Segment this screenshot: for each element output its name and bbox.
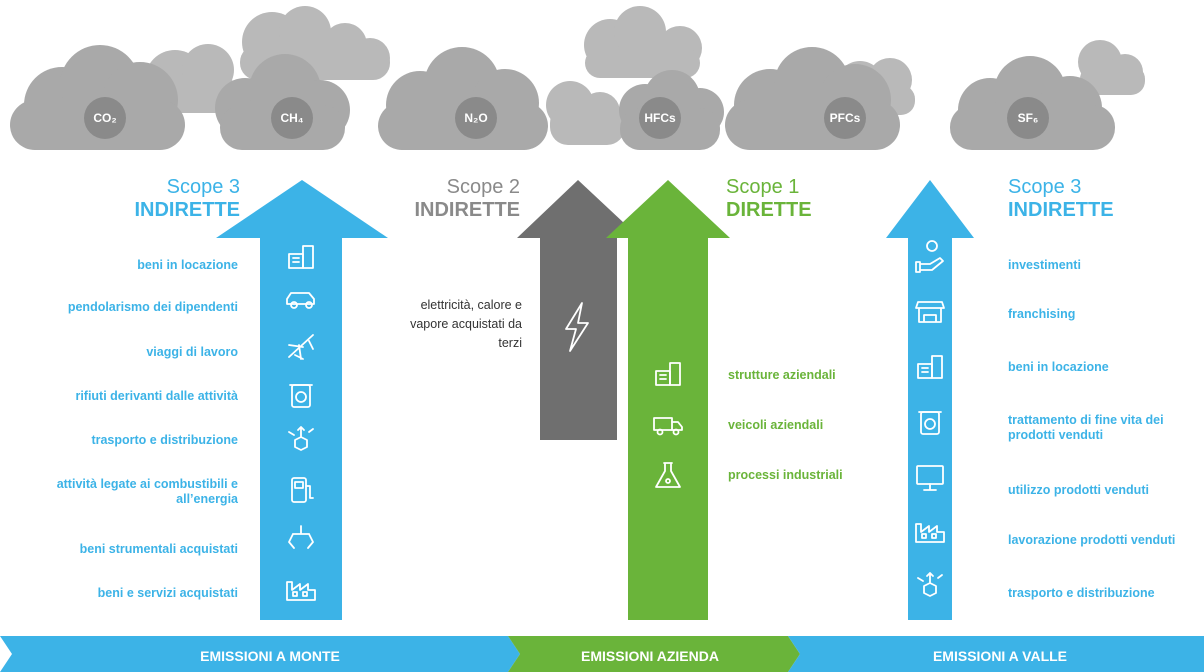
upstream-band (0, 636, 520, 672)
downstream-item: lavorazione prodotti venduti (1008, 533, 1176, 547)
scope1-subheading: DIRETTE (726, 199, 812, 221)
hand-coin-icon (915, 240, 944, 273)
company-band-label: EMISSIONI AZIENDA (581, 648, 719, 664)
gas-label: N₂O (464, 111, 487, 125)
cloud-back-3 (584, 6, 702, 78)
scope1-item: veicoli aziendali (728, 418, 824, 432)
lightning-icon (565, 302, 589, 352)
cloud-back-6 (546, 81, 625, 145)
scope3-left-title: Scope 3 INDIRETTE (0, 176, 240, 222)
upstream-item: rifiuti derivanti dalle attività (75, 389, 238, 403)
upstream-item: attività legate ai combustibili e all’en… (56, 477, 238, 506)
truck-icon (653, 417, 683, 436)
emissions-band (0, 636, 1204, 672)
upstream-item: pendolarismo dei dipendenti (67, 300, 238, 314)
building-icon (917, 355, 943, 379)
scope2-title: Scope 2 INDIRETTE (380, 176, 520, 222)
box-arrows-icon (917, 572, 943, 597)
downstream-item: trasporto e distribuzione (1008, 586, 1155, 600)
scope3-right-title: Scope 3 INDIRETTE (1008, 176, 1198, 222)
claw-icon (288, 525, 314, 549)
upstream-item: viaggi di lavoro (146, 345, 238, 359)
gas-label: SF₆ (1018, 111, 1039, 125)
gas-circle-pfcs (824, 97, 866, 139)
scope3-right-subheading: INDIRETTE (1008, 199, 1114, 221)
monitor-icon (916, 465, 944, 491)
store-icon (915, 301, 945, 323)
gas-circle-sf6 (1007, 97, 1049, 139)
scope1-title: Scope 1 DIRETTE (726, 176, 866, 222)
factory-icon (915, 523, 945, 543)
scope2-subheading: INDIRETTE (414, 199, 520, 221)
downstream-band (788, 636, 1204, 672)
downstream-item: utilizzo prodotti venduti (1008, 483, 1149, 497)
upstream-item: beni e servizi acquistati (97, 586, 238, 600)
upstream-item: beni in locazione (137, 258, 238, 272)
gas-circle-n2o (455, 97, 497, 139)
box-arrows-icon (288, 426, 314, 451)
upstream-arrow (216, 180, 388, 620)
company-band (508, 636, 800, 672)
airplane-icon (288, 334, 314, 360)
gas-label: CH₄ (280, 111, 303, 125)
downstream-arrow (886, 180, 974, 620)
recycle-bin-icon (918, 411, 942, 435)
upstream-item: trasporto e distribuzione (91, 433, 238, 447)
downstream-band-label: EMISSIONI A VALLE (932, 648, 1068, 664)
downstream-item: trattamento di fine vita dei prodotti ve… (1008, 413, 1164, 442)
gas-circle-ch4 (271, 97, 313, 139)
car-icon (286, 292, 315, 309)
flask-icon (655, 462, 681, 488)
scope1-arrow (606, 180, 730, 620)
upstream-band-label: EMISSIONI A MONTE (200, 648, 340, 664)
upstream-item: beni strumentali acquistati (79, 542, 238, 556)
scope1-heading: Scope 1 (726, 176, 800, 198)
cloud-back-5 (1078, 40, 1145, 95)
scope3-left-subheading: INDIRETTE (134, 199, 240, 221)
gas-circle-co2 (84, 97, 126, 139)
icons-layer (0, 0, 1204, 640)
downstream-item: beni in locazione (1008, 360, 1109, 374)
gas-label: CO₂ (93, 111, 116, 125)
gas-circle-hfcs (639, 97, 681, 139)
downstream-item: investimenti (1008, 258, 1081, 272)
clouds-layer: CO₂ CH₄ N₂O HFCs PFCs SF₆ (10, 6, 1145, 150)
factory-icon (286, 581, 316, 601)
building-icon (288, 245, 314, 269)
scope3-left-heading: Scope 3 (166, 176, 240, 198)
recycle-bin-icon (289, 384, 313, 408)
gas-label: HFCs (644, 111, 676, 125)
gas-label: PFCs (830, 111, 861, 125)
scope2-heading: Scope 2 (446, 176, 520, 198)
fuel-pump-icon (291, 477, 314, 503)
scope3-right-heading: Scope 3 (1008, 176, 1082, 198)
building-icon (655, 362, 681, 386)
downstream-item: franchising (1008, 307, 1076, 321)
scope1-item: strutture aziendali (728, 368, 836, 382)
scope1-item: processi industriali (728, 468, 843, 482)
scope2-description: elettricità, calore e vapore acquistati … (410, 298, 522, 350)
